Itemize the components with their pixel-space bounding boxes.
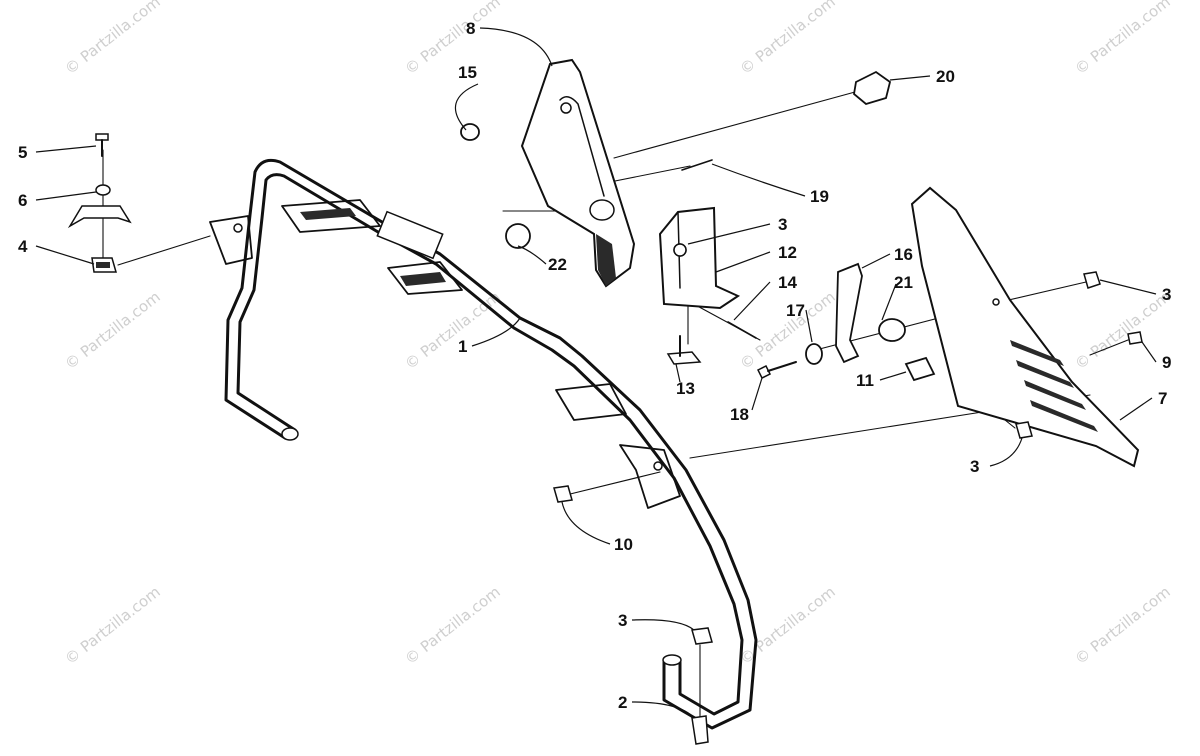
side-plate-part-7 — [910, 186, 1140, 468]
watermark: © Partzilla.com — [61, 583, 163, 668]
callout-12: 12 — [778, 243, 797, 262]
callout-21: 21 — [894, 273, 913, 292]
callout-5: 5 — [18, 143, 27, 162]
watermark: © Partzilla.com — [61, 0, 163, 78]
side-plate-part-8 — [520, 58, 636, 288]
callout-3: 3 — [778, 215, 787, 234]
callout-19: 19 — [810, 187, 829, 206]
callout-9: 9 — [1162, 353, 1171, 372]
watermark: © Partzilla.com — [1071, 583, 1173, 668]
callout-18: 18 — [730, 405, 749, 424]
watermark: © Partzilla.com — [401, 288, 503, 373]
callout-3: 3 — [1162, 285, 1171, 304]
callout-2: 2 — [618, 693, 627, 712]
callout-3: 3 — [618, 611, 627, 630]
callout-1: 1 — [458, 337, 467, 356]
callout-7: 7 — [1158, 389, 1167, 408]
small-hardware — [460, 70, 1143, 745]
callout-labels: 1 2 3 3 3 3 4 5 6 7 8 9 10 11 12 13 14 1… — [18, 19, 1171, 712]
callout-14: 14 — [778, 273, 797, 292]
callout-11: 11 — [856, 371, 874, 390]
callout-8: 8 — [466, 19, 475, 38]
callout-10: 10 — [614, 535, 633, 554]
callout-3: 3 — [970, 457, 979, 476]
watermark: © Partzilla.com — [401, 0, 503, 78]
watermark: © Partzilla.com — [1071, 0, 1173, 78]
callout-20: 20 — [936, 67, 955, 86]
callout-22: 22 — [548, 255, 567, 274]
callout-17: 17 — [786, 301, 805, 320]
left-hardware — [67, 133, 132, 273]
watermark: © Partzilla.com — [1071, 288, 1173, 373]
callout-16: 16 — [894, 245, 913, 264]
leader-lines — [35, 27, 1157, 719]
watermark: © Partzilla.com — [736, 0, 838, 78]
callout-15: 15 — [458, 63, 477, 82]
bumper-frame-part-1 — [209, 158, 758, 730]
callout-4: 4 — [18, 237, 28, 256]
watermark: © Partzilla.com — [401, 583, 503, 668]
bracket-part-12 — [658, 206, 741, 310]
callout-13: 13 — [676, 379, 695, 398]
callout-6: 6 — [18, 191, 27, 210]
watermark: © Partzilla.com — [61, 288, 163, 373]
